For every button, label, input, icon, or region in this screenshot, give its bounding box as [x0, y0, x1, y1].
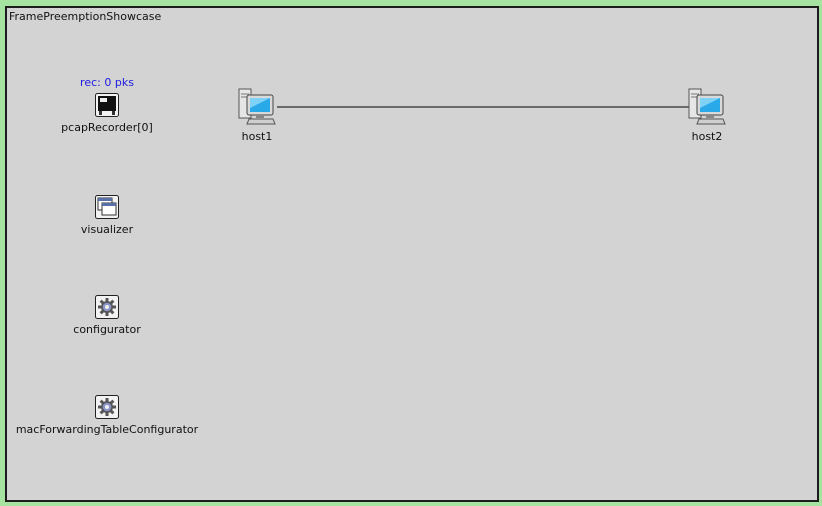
network-name: FramePreemptionShowcase — [9, 10, 162, 23]
host2-label: host2 — [691, 130, 723, 143]
host1-label: host1 — [241, 130, 273, 143]
link-layer — [277, 106, 689, 108]
module-host2[interactable]: host2 — [677, 86, 737, 143]
pcap-recorder-label: pcapRecorder[0] — [61, 121, 153, 134]
recorder-status: rec: 0 pks — [80, 76, 134, 89]
visualizer-icon — [95, 195, 119, 219]
module-pcap-recorder[interactable]: rec: 0 pks pcapRecorder[0] — [47, 76, 167, 134]
module-visualizer[interactable]: visualizer — [47, 195, 167, 236]
gear-icon — [95, 395, 119, 419]
module-host1[interactable]: host1 — [227, 86, 287, 143]
module-configurator[interactable]: configurator — [47, 295, 167, 336]
network-canvas: FramePreemptionShowcase rec: 0 pks pcapR… — [5, 6, 819, 502]
configurator-label: configurator — [73, 323, 141, 336]
mac-configurator-label: macForwardingTableConfigurator — [15, 423, 199, 436]
gear-icon — [95, 295, 119, 319]
module-mac-forwarding-table-configurator[interactable]: macForwardingTableConfigurator — [12, 395, 202, 436]
computer-icon — [238, 88, 276, 125]
computer-icon — [688, 88, 726, 125]
recorder-icon — [95, 93, 119, 117]
visualizer-label: visualizer — [80, 223, 134, 236]
